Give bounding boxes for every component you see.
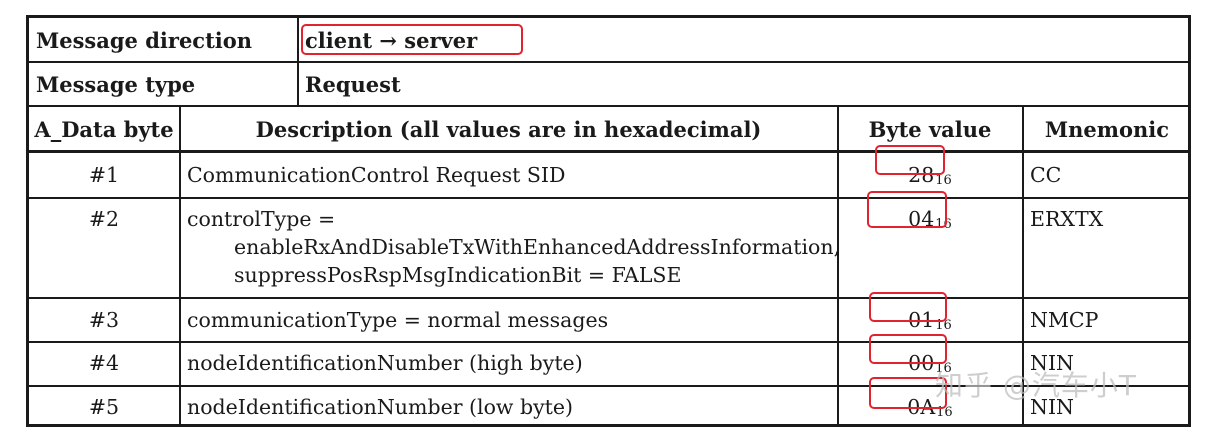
- byte-value: 28: [908, 163, 935, 187]
- type-value: Request: [305, 72, 401, 97]
- byte-value-base: 16: [935, 361, 952, 376]
- row-description: communicationType = normal messages: [187, 308, 609, 332]
- table-row: #2 controlType = enableRxAndDisableTxWithE…: [29, 197, 1188, 297]
- highlight-byte-value: [875, 145, 945, 175]
- highlight-byte-value: [869, 334, 947, 364]
- row-number: #3: [88, 308, 120, 332]
- row-number: #1: [88, 163, 120, 187]
- highlight-byte-value: [869, 292, 947, 322]
- header-row: A_Data byte Description (all values are …: [29, 106, 1188, 151]
- row-number: #2: [88, 207, 120, 231]
- header-byte-value: Byte value: [868, 117, 992, 142]
- highlight-byte-value: [869, 377, 947, 409]
- header-a-data-byte: A_Data byte: [34, 117, 174, 142]
- row-number: #4: [88, 351, 120, 375]
- row-mnemonic: NIN: [1030, 395, 1074, 419]
- header-mnemonic: Mnemonic: [1044, 117, 1170, 142]
- row-description: controlType =: [187, 207, 336, 231]
- direction-row: Message direction client → server: [29, 18, 1188, 61]
- row-description: nodeIdentificationNumber (low byte): [187, 395, 574, 419]
- row-description: suppressPosRspMsgIndicationBit = FALSE: [234, 263, 682, 287]
- row-mnemonic: NMCP: [1030, 308, 1099, 332]
- byte-value-base: 16: [935, 173, 952, 188]
- direction-label: Message direction: [36, 28, 253, 53]
- highlight-direction: [301, 24, 523, 55]
- row-mnemonic: NIN: [1030, 351, 1074, 375]
- type-label: Message type: [36, 72, 196, 97]
- row-mnemonic: CC: [1030, 163, 1062, 187]
- row-mnemonic: ERXTX: [1030, 207, 1104, 231]
- byte-value-cell: 2816: [838, 163, 1022, 188]
- direction-value: client → server: [305, 28, 478, 53]
- row-description: nodeIdentificationNumber (high byte): [187, 351, 583, 375]
- highlight-byte-value: [867, 191, 947, 228]
- row-description: enableRxAndDisableTxWithEnhancedAddressI…: [234, 235, 841, 259]
- type-row: Message type Request: [29, 62, 1188, 105]
- table-row: #1 CommunicationControl Request SID 2816 CC: [29, 153, 1188, 197]
- row-description: CommunicationControl Request SID: [187, 163, 566, 187]
- watermark: 知乎 @汽车小T: [935, 369, 1138, 402]
- header-description: Description (all values are in hexadecim…: [255, 117, 762, 142]
- row-number: #5: [88, 395, 120, 419]
- message-table: Message direction client → server Messag…: [26, 15, 1191, 427]
